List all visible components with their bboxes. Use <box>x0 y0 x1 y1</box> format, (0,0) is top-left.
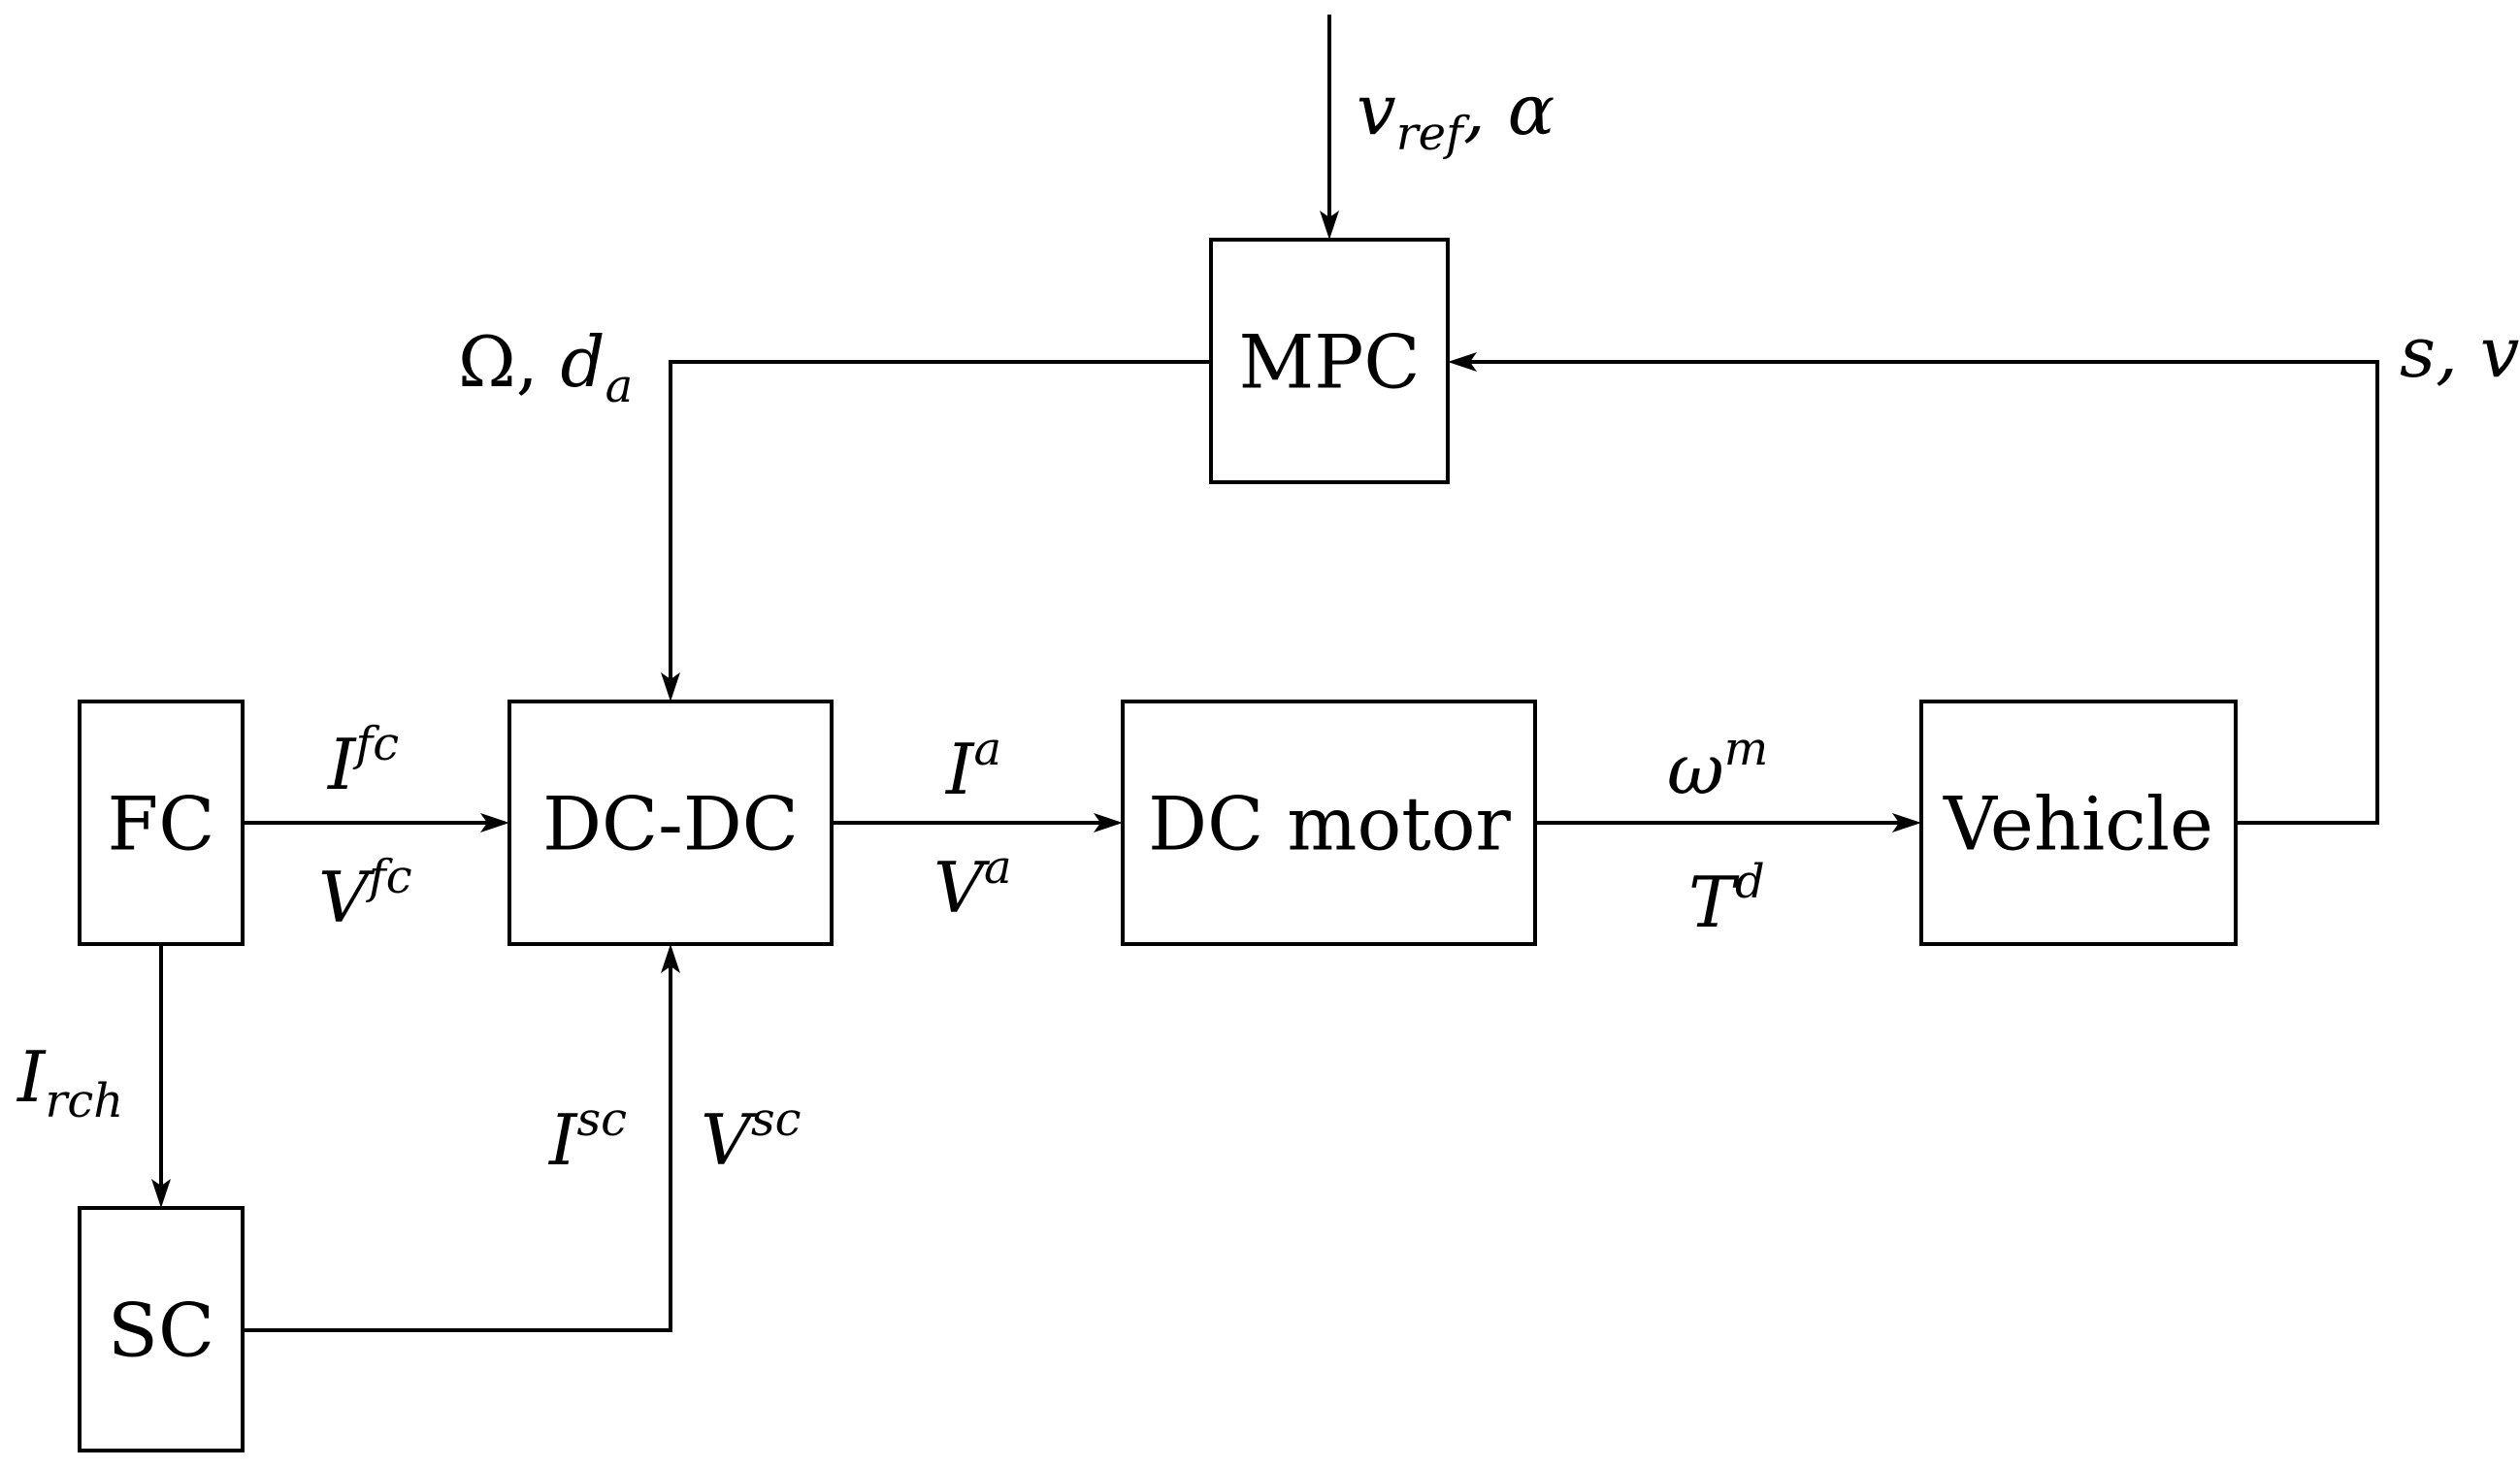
mpc-block-label: MPC <box>1238 319 1420 406</box>
sc-block-label: SC <box>108 1288 214 1374</box>
fc-to-dcdc-arrow <box>243 813 509 832</box>
fc-block: FC <box>78 700 245 946</box>
control-signal-label: Ω, da <box>458 321 633 413</box>
recharge-current-label: Irch <box>16 1036 123 1128</box>
vehicle-block: Vehicle <box>1919 700 2238 946</box>
reference-signal-label: vref, α <box>1357 69 1555 161</box>
motor-speed-label: ωm <box>1667 722 1768 810</box>
dc-motor-block-label: DC motor <box>1148 781 1511 867</box>
sc-block: SC <box>78 1206 245 1452</box>
vehicle-block-label: Vehicle <box>1943 781 2213 867</box>
armature-current-label: Ia <box>944 722 1001 810</box>
drive-torque-label: Td <box>1688 855 1765 943</box>
sc-current-label: Isc <box>547 1093 627 1181</box>
sc-voltage-label: Vsc <box>701 1093 802 1181</box>
fc-current-label: Ifc <box>326 717 399 805</box>
fc-to-sc-arrow <box>151 944 171 1208</box>
sc-to-dcdc-arrow <box>243 944 680 1332</box>
armature-voltage-label: Va <box>933 840 1012 929</box>
dc-motor-block: DC motor <box>1121 700 1537 946</box>
mpc-block: MPC <box>1209 238 1450 484</box>
fc-voltage-label: Vfc <box>318 850 412 938</box>
feedback-signal-label: s, v <box>2400 311 2519 393</box>
control-arrow <box>661 360 1211 701</box>
fc-block-label: FC <box>108 781 215 867</box>
dcdc-block-label: DC-DC <box>542 781 799 867</box>
feedback-arrow <box>1448 352 2379 825</box>
motor-to-vehicle-arrow <box>1535 813 1921 832</box>
dcdc-to-motor-arrow <box>832 813 1123 832</box>
reference-arrow <box>1320 15 1339 240</box>
dcdc-block: DC-DC <box>507 700 834 946</box>
